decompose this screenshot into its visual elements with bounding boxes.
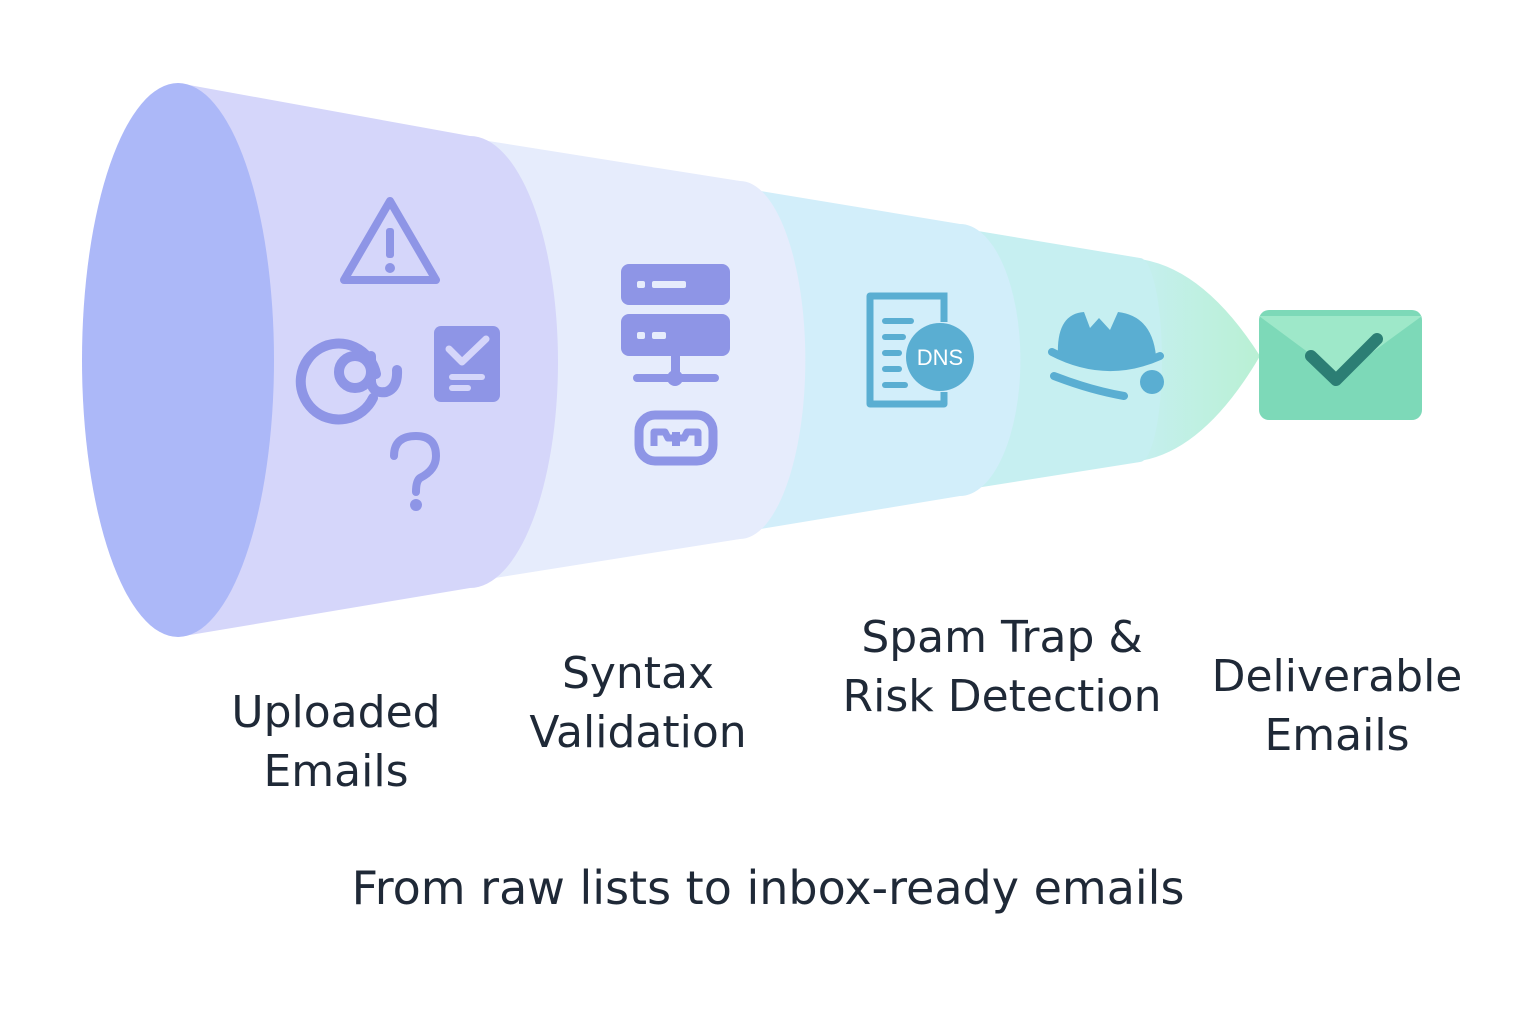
funnel-tail	[1130, 258, 1260, 462]
network-icon	[633, 356, 719, 386]
dns-document-icon: DNS	[866, 292, 974, 408]
stage-label-line: Risk Detection	[842, 671, 1162, 722]
server-icon	[621, 264, 730, 356]
stage-label-line: Uploaded	[231, 687, 441, 738]
funnel-mouth	[82, 83, 274, 637]
stage-label-line: Validation	[529, 707, 747, 758]
stage-label-spam-trap-risk-detection: Spam Trap & Risk Detection	[822, 608, 1182, 726]
diagram-caption: From raw lists to inbox-ready emails	[351, 861, 1185, 915]
stage-label-uploaded-emails: Uploaded Emails	[196, 683, 476, 801]
stage-label-line: Emails	[263, 746, 409, 797]
dns-label: DNS	[917, 345, 963, 370]
spam-trap-icon	[1048, 312, 1164, 400]
checked-envelope-icon	[1259, 310, 1422, 420]
warning-icon	[340, 197, 440, 284]
at-sign-icon	[295, 338, 403, 425]
stage-label-line: Syntax	[561, 648, 715, 699]
checklist-icon	[434, 326, 500, 402]
question-mark-icon	[390, 431, 441, 511]
stage-label-line: Deliverable	[1211, 651, 1463, 702]
email-box-icon	[634, 410, 718, 466]
stage-label-line: Spam Trap &	[861, 612, 1143, 663]
stage-label-deliverable-emails: Deliverable Emails	[1192, 647, 1482, 765]
stage-label-line: Emails	[1264, 710, 1410, 761]
stage-label-syntax-validation: Syntax Validation	[498, 644, 778, 762]
